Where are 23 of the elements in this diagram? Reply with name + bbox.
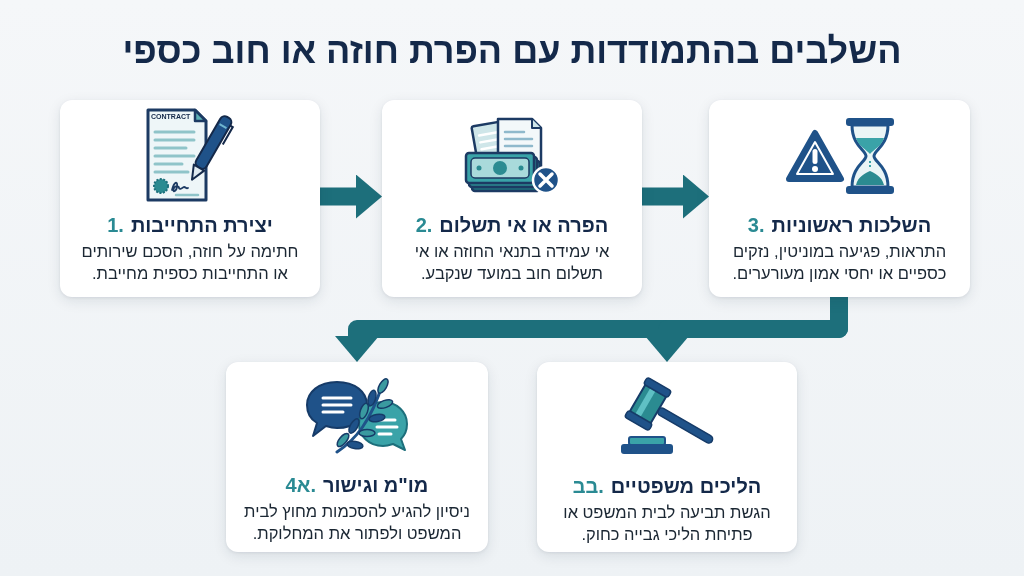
step-number: 4א. xyxy=(285,473,316,498)
step-description: אי עמידה בתנאי החוזה או אי תשלום חוב במועד שנקבע. xyxy=(413,241,611,284)
diagram-title: השלבים בהתמודדות עם הפרת חוזה או חוב כספי xyxy=(122,30,902,72)
step-description: התראות, פגיעה במוניטין, נזקים כספיים או יחסי אמון מעורערים. xyxy=(731,241,948,284)
step-title: השלכות ראשוניות xyxy=(771,213,932,238)
step-title: הפרה או אי תשלום xyxy=(439,213,609,238)
arrow xyxy=(642,174,709,219)
step-title: מו"מ וגישור xyxy=(322,473,429,498)
step-number: 2. xyxy=(415,213,433,238)
step-description: חתימה על חוזה, הסכם שירותים או התחייבות כספית מחייבת. xyxy=(80,241,300,284)
step-number: בב. xyxy=(572,474,604,499)
step-card xyxy=(226,362,488,552)
step-number: 1. xyxy=(107,213,124,238)
step-title: הליכים משפטיים xyxy=(610,474,762,499)
step-card xyxy=(382,100,642,297)
step-card xyxy=(60,100,320,297)
step-description: הגשת תביעה לבית המשפט או פתיחת הליכי גבייה כחוק. xyxy=(562,502,772,545)
step-number: 3. xyxy=(747,213,765,238)
step-card xyxy=(537,362,797,552)
arrow xyxy=(320,174,382,219)
step-title: יצירת התחייבות xyxy=(130,213,273,238)
step-card xyxy=(709,100,970,297)
step-description: ניסיון להגיע להסכמות מחוץ לבית המשפט ולפתור את המחלוקת. xyxy=(243,501,471,544)
